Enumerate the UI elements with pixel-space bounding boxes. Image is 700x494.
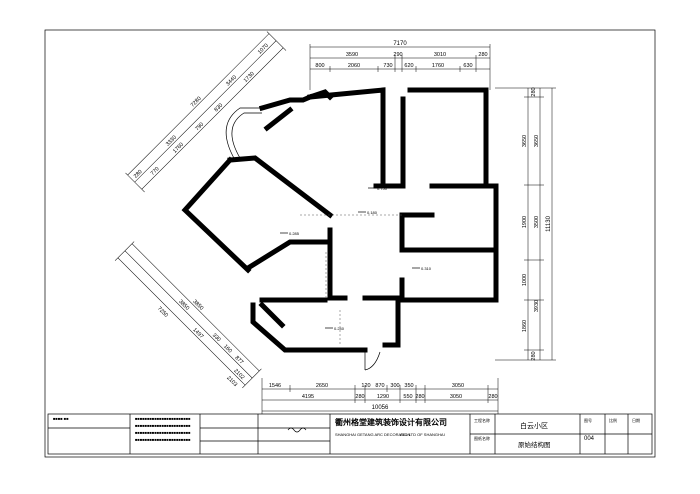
top-dim: 800 [315,63,324,69]
door-swing [364,350,381,371]
bottom-dim: 1290 [377,394,389,400]
bottom-dim: 120 [361,383,370,389]
bottom-dim: 1546 [269,383,281,389]
signature-stamp [287,427,307,433]
elevation-mark: 0.240 [334,326,345,331]
lower-left-overall-dim: 7250 [156,306,169,319]
wall-bedroom-top-right [373,96,406,189]
top-dim: 290 [393,52,402,58]
balcony-curve-inner [231,112,262,159]
wall-upper-diagonal [306,89,334,101]
drawing-title: 原始结构图 [518,440,551,449]
bottom-dim: 3050 [450,394,462,400]
elevation-mark: 0.180 [367,210,378,215]
wall-center-bath [327,227,348,301]
bottom-dim: 280 [415,394,424,400]
window-right-upper [493,189,499,205]
top-dimensions: 7170 3590 290 3010 280 800 2060 730 620 … [309,41,491,90]
title-block-label: 图纸名称 [474,435,490,441]
wall-top [307,87,386,189]
top-dim: 280 [478,52,487,58]
title-block-label: 图号 [584,417,592,423]
wall-lower-left-diag [258,301,286,329]
top-dim: 3010 [434,52,446,58]
top-overall-dim: 7170 [393,41,407,47]
right-dim: 3500 [534,216,540,228]
bottom-dim: 280 [488,394,497,400]
wall-diag-room [227,155,334,219]
title-block-label: 日期 [632,417,640,423]
bottom-overall-dim: 10056 [372,405,389,411]
wall-right-lower [483,252,499,303]
bottom-dim: 3050 [452,383,464,389]
right-dimensions: 280 3650 1900 1000 1860 280 3650 3500 39… [495,87,556,361]
drawing-frame [44,29,656,458]
wall-kitchen-divider [244,239,328,272]
title-block-text: ■■■■■■■■■■■■■■■■■■■■■■■ [135,437,191,442]
title-block-text: ■■■■■■■■■■■■■■■■■■■■■■■ [135,423,191,428]
upper-left-dimensions: 7280 280 3330 3440 1070 770 1760 790 830… [125,31,287,193]
wall-right-upper [483,183,499,209]
wall-bottom-left-room [250,302,368,353]
title-block: ■■■■ ■■ ■■■■■■■■■■■■■■■■■■■■■■■ ■■■■■■■■… [47,413,653,455]
wall-balcony-inner [263,106,294,132]
top-dim: 620 [404,63,413,69]
right-dim: 3930 [534,300,540,312]
elevation-marks: 0.750 0.180 0.285 0.310 0.240 [280,186,432,331]
top-dim: 2060 [348,63,360,69]
elevation-mark: 0.310 [421,266,432,271]
title-block-label: 比例 [609,417,617,423]
title-block-text: ■■■■■■■■■■■■■■■■■■■■■■■ [135,416,191,421]
wall-center-bath-right [362,295,401,348]
bottom-dim: 350 [404,383,413,389]
upper-left-dim: 770 [150,166,161,177]
upper-left-dim: 790 [194,122,205,133]
wall-right-room-top [399,277,489,303]
right-overall-dim: 11130 [546,215,552,231]
company-name-cn: 衢州格堂建筑装饰设计有限公司 [335,417,447,427]
lower-left-dim: 877 [233,355,244,366]
right-dim: 3650 [522,135,528,147]
bottom-dim: 870 [375,383,384,389]
lower-left-dim: 330 [211,332,222,343]
company-name-en: SHANGHAI GETANG ARC DECORATION [335,432,411,437]
wall-balcony-link [258,93,314,112]
company-name-en-2: ACL LTD OF SHANGHAI [400,432,445,437]
bottom-dimensions: 1546 2650 120 870 300 350 3050 4195 280 … [261,378,499,414]
upper-left-dim: 280 [133,169,144,180]
right-dim: 1860 [522,320,528,332]
right-dim: 280 [531,351,537,360]
drawing-number: 004 [584,436,595,442]
elevation-mark: 0.750 [377,186,388,191]
top-dim: 1760 [432,63,444,69]
lower-left-dim: 2103 [225,375,238,388]
right-dim: 1000 [522,274,528,286]
upper-left-dim: 830 [213,103,224,114]
wall-right-mid [399,203,499,253]
balcony-curve [225,107,262,161]
top-dim: 730 [383,63,392,69]
project-name: 白云小区 [520,421,548,430]
top-dim: 630 [463,63,472,69]
bottom-dim: 550 [403,394,412,400]
top-dim: 3590 [346,52,358,58]
title-block-text: ■■■■ ■■ [53,416,69,421]
bottom-dim: 2650 [316,383,328,389]
bottom-dim: 4195 [302,394,314,400]
bottom-dim: 300 [390,383,399,389]
window-right-lower [493,261,499,295]
title-block-label: 工程名称 [474,417,490,423]
elevation-mark: 0.285 [289,231,300,236]
bottom-dim: 280 [355,394,364,400]
floor-plan [181,87,499,371]
lower-left-dim: 160 [222,344,233,355]
right-dim: 3650 [534,135,540,147]
wall-diag-room-outer [181,156,252,274]
title-block-text: ■■■■■■■■■■■■■■■■■■■■■■■ [135,430,191,435]
right-dim: 280 [531,87,537,96]
wall-bedroom-top-right-outer [407,87,489,189]
right-dim: 1900 [522,216,528,228]
